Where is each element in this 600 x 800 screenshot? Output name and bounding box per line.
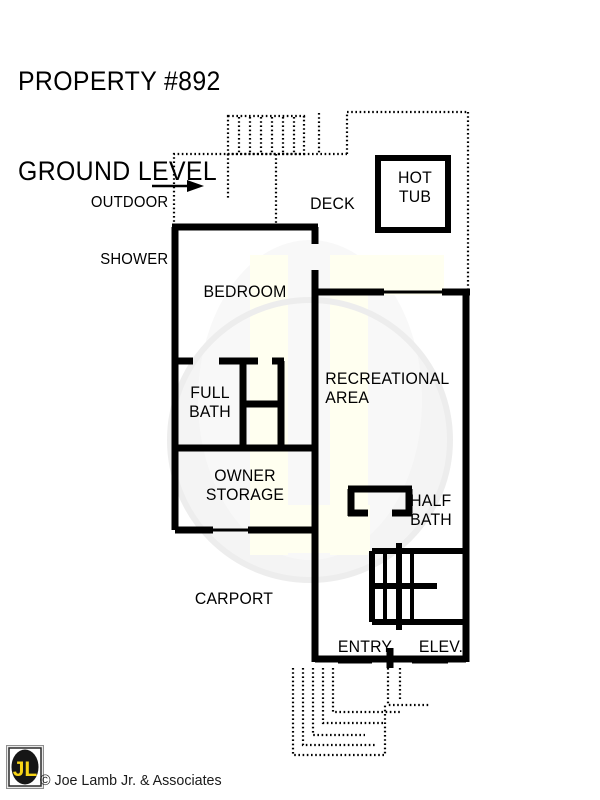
title-line-1: PROPERTY #892 xyxy=(18,66,221,96)
annotation-outdoor-shower: OUTDOOR SHOWER xyxy=(70,155,169,288)
joe-lamb-logo: JL xyxy=(6,745,44,789)
page-title: PROPERTY #892 GROUND LEVEL xyxy=(18,6,221,216)
room-label-bedroom: BEDROOM xyxy=(203,282,287,301)
deck-outline xyxy=(172,110,470,291)
room-label-deck: DECK xyxy=(310,194,355,213)
hot-tub-box xyxy=(375,155,451,233)
room-label-elevator: ELEV. xyxy=(418,637,464,656)
room-label-carport: CARPORT xyxy=(194,589,274,608)
logo-monogram: JL xyxy=(13,758,38,781)
annotation-outdoor-shower-line2: SHOWER xyxy=(100,251,169,268)
room-label-entry: ENTRY xyxy=(337,637,393,656)
annotation-outdoor-shower-line1: OUTDOOR xyxy=(90,194,169,211)
copyright-text: © Joe Lamb Jr. & Associates xyxy=(40,772,222,789)
outdoor-shower-arrow xyxy=(152,180,204,192)
interior-stairway xyxy=(369,543,466,630)
entry-stairs-outline xyxy=(291,668,430,757)
deck-stairs xyxy=(226,114,306,156)
building-walls xyxy=(171,223,470,668)
title-line-2: GROUND LEVEL xyxy=(18,156,218,186)
